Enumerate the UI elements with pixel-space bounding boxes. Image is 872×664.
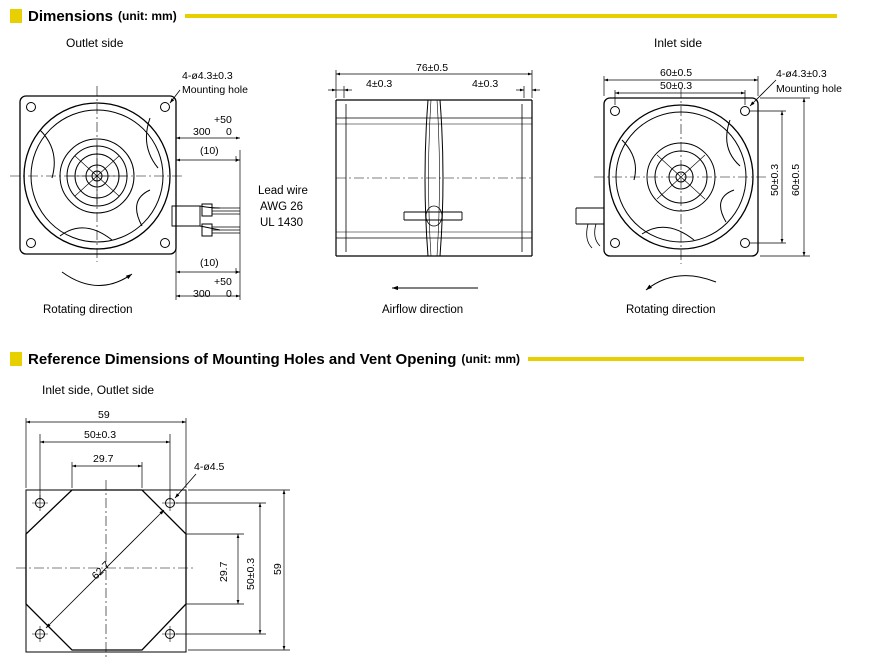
- airflow-label: Airflow direction: [382, 304, 463, 316]
- ref-dim-59-side: 59: [272, 563, 284, 575]
- lead-ul-label: UL 1430: [260, 217, 303, 229]
- mount-spec-right: 4-ø4.3±0.3: [776, 68, 827, 80]
- inlet-side-label: Inlet side: [654, 36, 703, 50]
- section-marker: [10, 352, 22, 366]
- mount-spec-left: 4-ø4.3±0.3: [182, 70, 233, 82]
- mount-label-left: Mounting hole: [182, 84, 248, 96]
- lead-awg-label: AWG 26: [260, 201, 303, 213]
- section-rule: [184, 14, 837, 18]
- section-reference: Reference Dimensions of Mounting Holes a…: [10, 349, 805, 369]
- lead-zero-top: 0: [226, 126, 232, 138]
- dim-50-top: 50±0.3: [660, 80, 692, 92]
- ref-dim-627: 62.7: [90, 559, 113, 582]
- dim-50-side: 50±0.3: [769, 164, 781, 196]
- outlet-side-label: Outlet side: [66, 36, 124, 50]
- mounting-reference-view: [16, 418, 290, 660]
- lead-wire-label: Lead wire: [258, 185, 308, 197]
- section-rule: [528, 357, 805, 361]
- lead-ten-bottom: (10): [200, 257, 219, 269]
- section-title: Reference Dimensions of Mounting Holes a…: [28, 350, 457, 368]
- section-title: Dimensions: [28, 7, 114, 25]
- mount-label-right: Mounting hole: [776, 83, 842, 95]
- dim-60-top: 60±0.5: [660, 67, 692, 79]
- lead-len-bottom: 300: [193, 288, 211, 300]
- dim-4-right: 4±0.3: [472, 78, 498, 90]
- section-unit: (unit: mm): [461, 352, 521, 366]
- lead-tol-top: +50: [214, 114, 232, 126]
- dim-76: 76±0.5: [416, 62, 448, 74]
- inlet-fan-view: [575, 76, 810, 291]
- section-marker: [10, 9, 22, 23]
- section-dimensions: Dimensions (unit: mm): [10, 6, 837, 26]
- lead-len-top: 300: [193, 126, 211, 138]
- ref-dim-297-top: 29.7: [93, 453, 114, 465]
- dim-60-side: 60±0.5: [790, 164, 802, 196]
- ref-dim-50-side: 50±0.3: [245, 558, 257, 590]
- ref-hole-spec: 4-ø4.5: [194, 461, 225, 473]
- rotating-label-left: Rotating direction: [43, 304, 133, 316]
- lead-tol-bottom: +50: [214, 276, 232, 288]
- section-unit: (unit: mm): [118, 9, 177, 23]
- ref-dim-297-side: 29.7: [218, 561, 230, 582]
- outlet-fan-view: [10, 86, 241, 300]
- dim-4-left: 4±0.3: [366, 78, 392, 90]
- ref-dim-59-top: 59: [98, 409, 110, 421]
- mounting-hole-icon: [26, 102, 170, 248]
- side-view: [328, 70, 540, 291]
- inlet-outlet-side-label: Inlet side, Outlet side: [42, 383, 155, 397]
- lead-ten-top: (10): [200, 145, 219, 157]
- lead-zero-bottom: 0: [226, 288, 232, 300]
- ref-dim-50-top: 50±0.3: [84, 429, 116, 441]
- mounting-hole-icon: [610, 106, 750, 248]
- rotating-label-right: Rotating direction: [626, 304, 716, 316]
